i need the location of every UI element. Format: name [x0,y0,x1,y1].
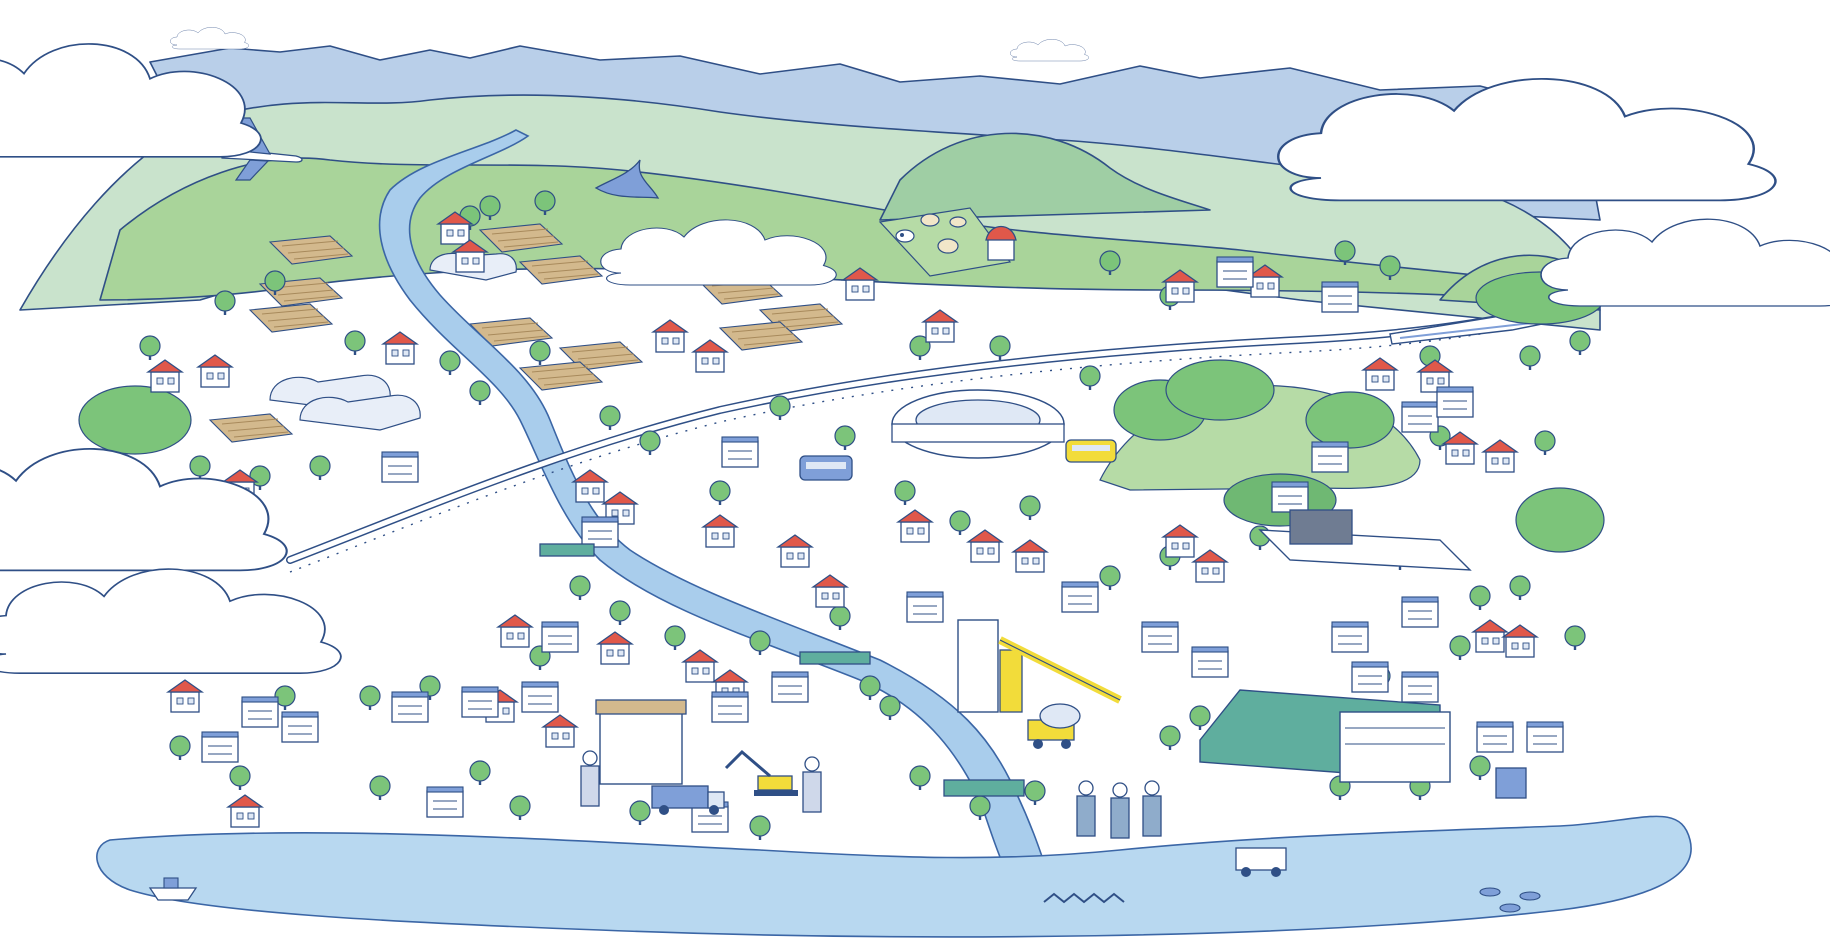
factory-icon [1199,689,1451,783]
ship-icon [148,877,198,901]
bridge-icon [539,543,1025,797]
truck-icon [651,785,725,815]
station-building [1258,509,1472,571]
tetrapods [1043,892,1125,904]
bush-clusters [78,271,1605,553]
concrete-mixer-icon [1027,703,1081,749]
bus-icon [799,455,853,481]
pasture [878,207,1017,277]
school-bus-icon [1065,439,1117,463]
sea [96,815,1692,938]
fish-icon [1479,887,1541,913]
bird-icon [594,159,660,199]
construction-site [595,699,687,785]
delivery-truck-icon [1235,767,1527,877]
sheep-icon [920,213,967,254]
cow-icon [895,229,915,243]
hill-right [879,132,1211,221]
crane-icon [957,619,1122,713]
stadium-icon [891,389,1065,459]
worker-icon [580,750,1162,839]
excavator-icon [724,749,798,796]
barn-icon [985,225,1017,261]
